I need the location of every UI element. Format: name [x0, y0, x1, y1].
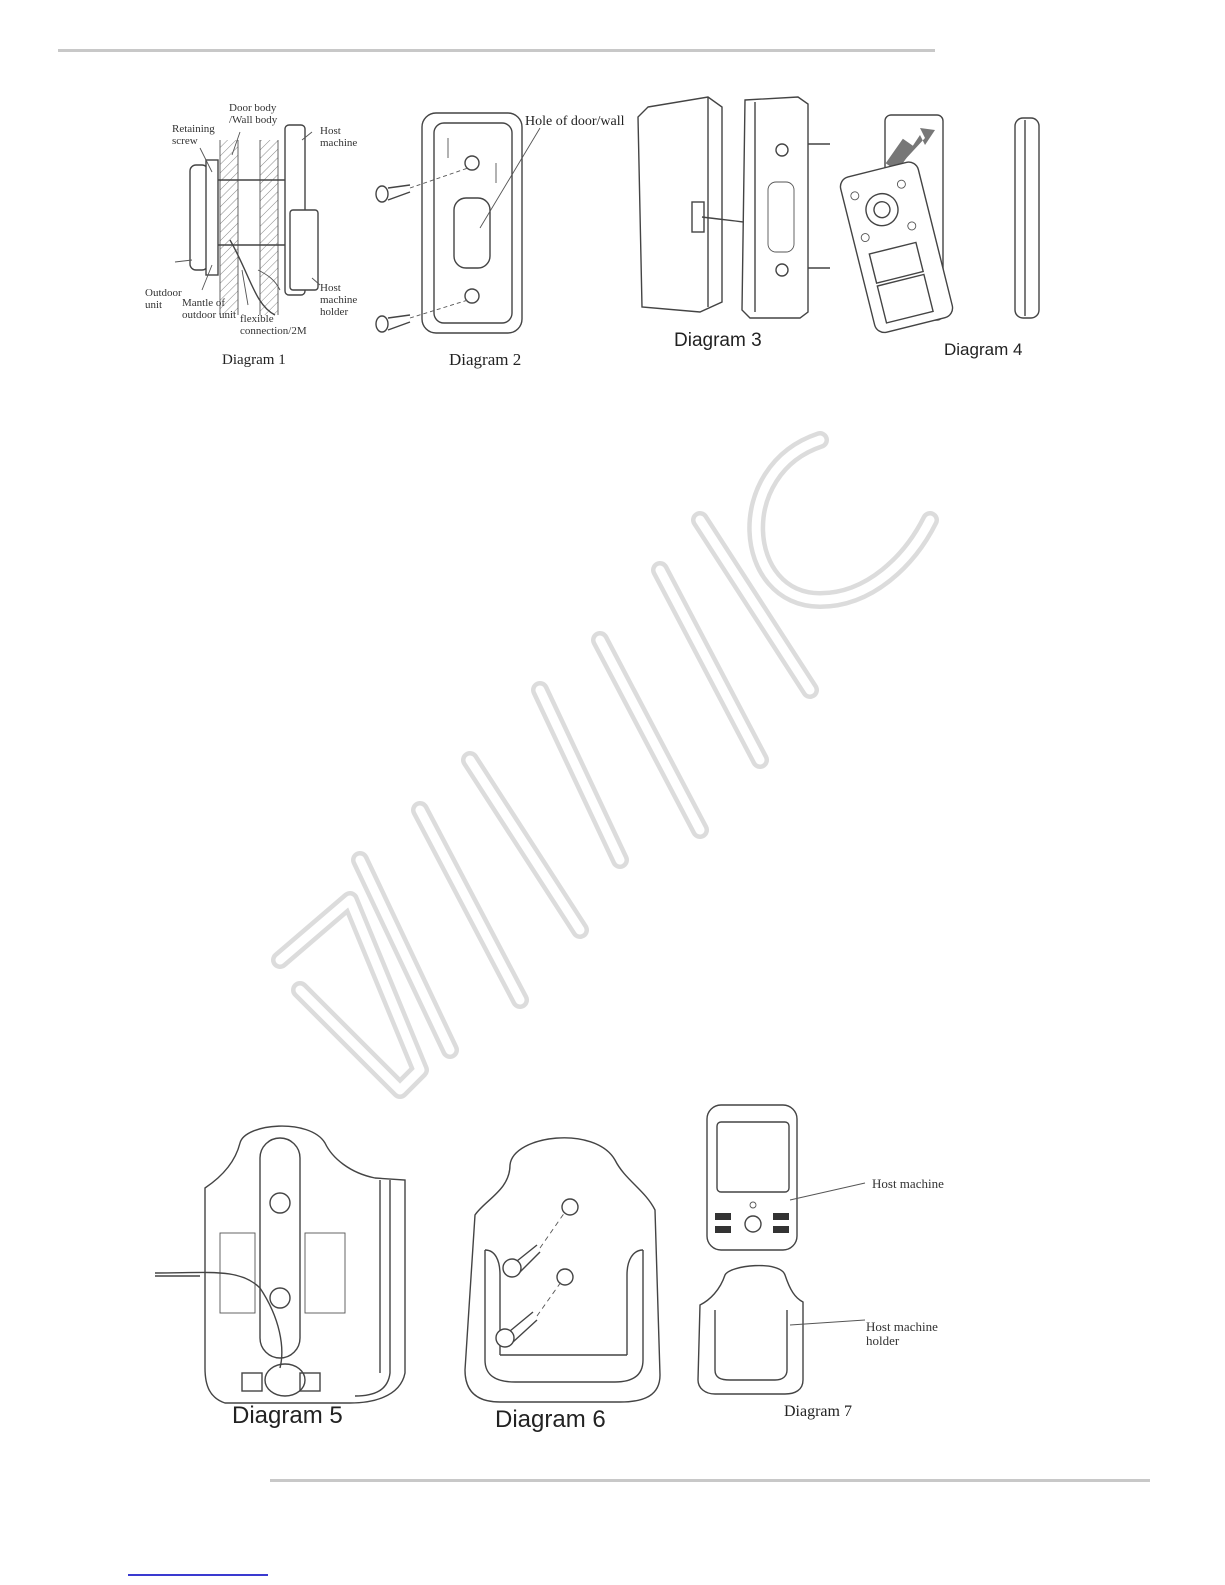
diagram-4-caption: Diagram 4: [944, 340, 1022, 360]
label-holder-7: Host machine holder: [866, 1320, 938, 1348]
diagram-2-caption: Diagram 2: [449, 350, 521, 370]
label-flexible: flexible connection/2M: [240, 313, 307, 337]
diagram-1-caption: Diagram 1: [222, 352, 286, 369]
label-holder: Host machine holder: [320, 282, 357, 318]
label-hole-of-door-wall: Hole of door/wall: [525, 114, 625, 130]
diagram-5-caption: Diagram 5: [232, 1402, 343, 1430]
diagram-7-leaders: [790, 1175, 870, 1335]
diagram-3-outdoor-unit-assembly: [630, 92, 840, 322]
label-outdoor-unit: Outdoor unit: [145, 287, 182, 311]
diagram-4-slide-on: [845, 110, 1045, 335]
footer-rule: [270, 1479, 1150, 1482]
label-retaining-screw: Retaining screw: [172, 123, 215, 147]
diagram-3-caption: Diagram 3: [674, 330, 762, 352]
label-mantle: Mantle of outdoor unit: [182, 297, 236, 321]
label-host-machine: Host machine: [320, 125, 357, 149]
diagram-6-caption: Diagram 6: [495, 1406, 606, 1434]
label-door-body: Door body /Wall body: [229, 102, 277, 126]
diagram-7-caption: Diagram 7: [784, 1403, 852, 1421]
footer-link-underline[interactable]: [128, 1574, 268, 1576]
diagram-5-holder-back: [150, 1118, 415, 1408]
label-host-machine-7: Host machine: [872, 1177, 944, 1191]
diagram-6-holder-front: [455, 1120, 670, 1410]
header-rule: [58, 49, 935, 52]
diagram-2-mounting-plate: [370, 108, 540, 348]
